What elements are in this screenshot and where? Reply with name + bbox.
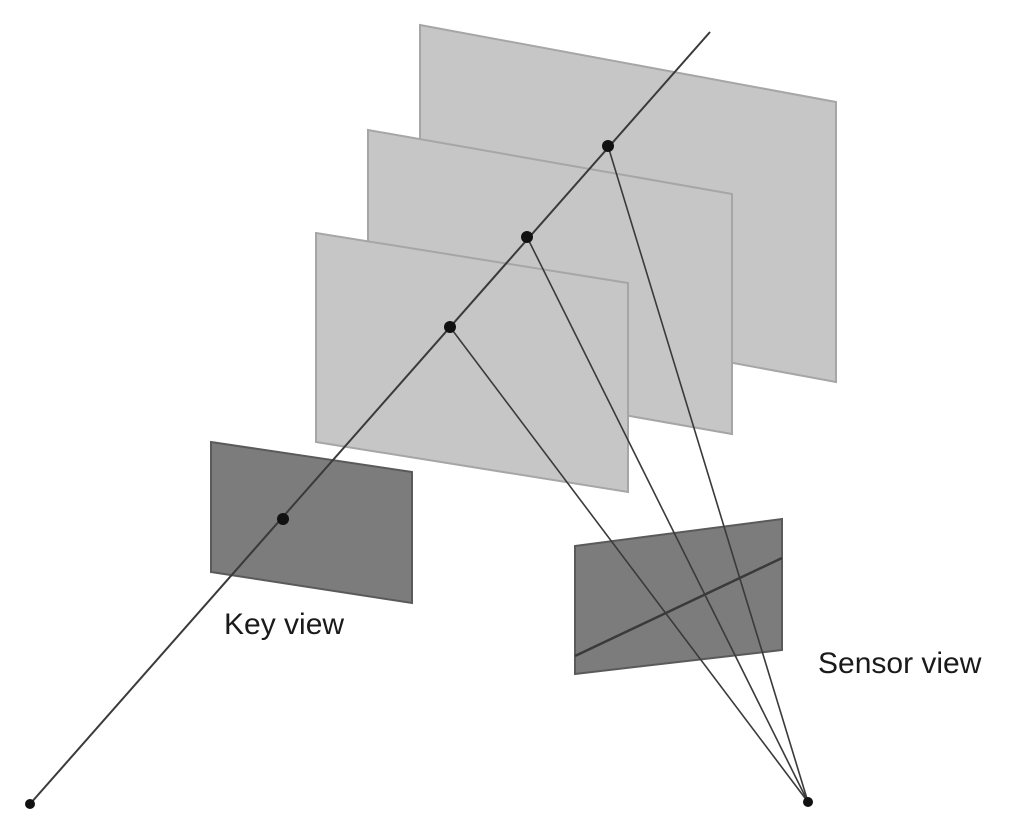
key-view-plane: [210, 440, 413, 605]
sensor-view-plane: [574, 517, 783, 676]
far-plane-intersection-point: [602, 140, 614, 152]
depth-plane-near: [315, 231, 629, 494]
sensor-ray-far: [607, 145, 809, 803]
sensor-view-label: Sensor view: [818, 647, 982, 680]
sensor-camera-center-point: [803, 797, 813, 807]
key-view-pixel-point: [277, 513, 289, 525]
middle-plane-intersection-point: [521, 231, 533, 243]
key-view-ray: [29, 31, 711, 805]
sensor-ray-near: [449, 326, 809, 803]
key-camera-center-point: [25, 799, 35, 809]
key-view-label: Key view: [224, 608, 344, 641]
sensor-epipolar-line: [574, 556, 783, 658]
sensor-ray-middle: [526, 236, 809, 803]
near-plane-intersection-point: [444, 321, 456, 333]
